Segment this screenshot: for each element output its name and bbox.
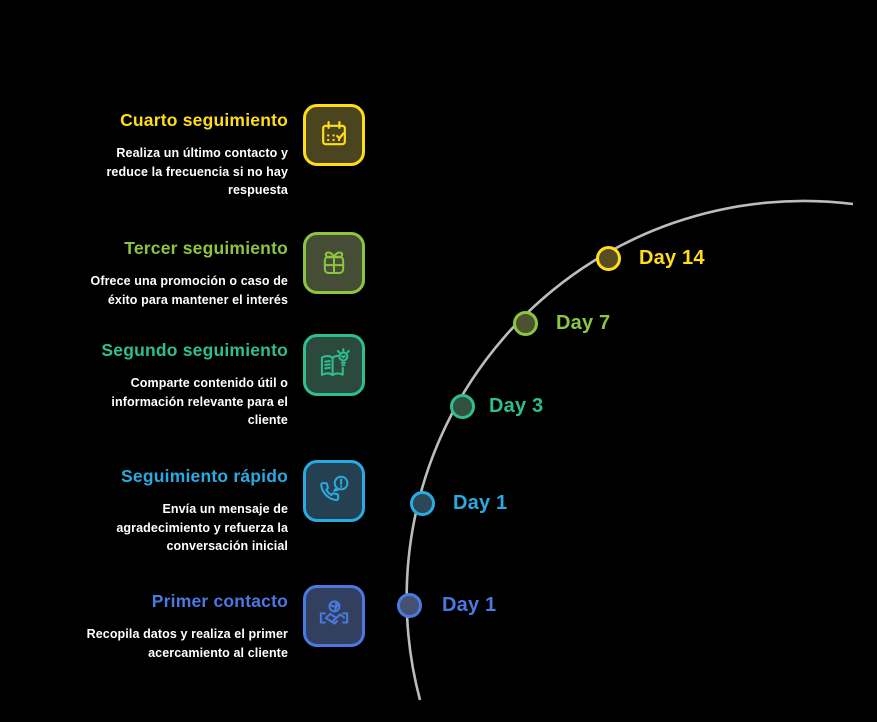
timeline-dot-day1-first	[396, 592, 422, 618]
section-text: Seguimiento rápido Envía un mensaje de a…	[28, 460, 288, 556]
timeline-label-day14: Day 14	[639, 247, 705, 269]
section-tercer-seguimiento: Tercer seguimiento Ofrece una promoción …	[28, 232, 365, 309]
handshake-icon	[303, 585, 365, 647]
section-text: Tercer seguimiento Ofrece una promoción …	[28, 232, 288, 309]
section-seguimiento-rapido: Seguimiento rápido Envía un mensaje de a…	[28, 460, 365, 556]
section-title: Seguimiento rápido	[121, 466, 288, 486]
section-description: Recopila datos y realiza el primer acerc…	[86, 627, 288, 660]
timeline-label-day7: Day 7	[556, 312, 611, 334]
timeline-arc-path	[405, 199, 854, 701]
section-title: Cuarto seguimiento	[120, 110, 288, 130]
section-description: Ofrece una promoción o caso de éxito par…	[90, 274, 288, 307]
section-title: Tercer seguimiento	[124, 238, 288, 258]
timeline-label-day3: Day 3	[489, 395, 544, 417]
book-idea-icon	[303, 334, 365, 396]
timeline-dot-day3	[449, 393, 475, 419]
section-description: Comparte contenido útil o información re…	[111, 376, 288, 427]
timeline-label-day1-first: Day 1	[442, 594, 497, 616]
section-title: Primer contacto	[151, 591, 288, 611]
gift-icon	[303, 232, 365, 294]
section-text: Cuarto seguimiento Realiza un último con…	[28, 104, 288, 200]
timeline-label-day1-followup: Day 1	[453, 492, 508, 514]
section-description: Envía un mensaje de agradecimiento y ref…	[116, 502, 288, 553]
phone-alert-icon	[303, 460, 365, 522]
section-text: Primer contacto Recopila datos y realiza…	[28, 585, 288, 662]
section-cuarto-seguimiento: Cuarto seguimiento Realiza un último con…	[28, 104, 365, 200]
section-description: Realiza un último contacto y reduce la f…	[106, 146, 288, 197]
timeline-dot-day7	[512, 310, 538, 336]
timeline-dot-day1-followup	[409, 490, 435, 516]
section-segundo-seguimiento: Segundo seguimiento Comparte contenido ú…	[28, 334, 365, 430]
section-title: Segundo seguimiento	[101, 340, 288, 360]
section-text: Segundo seguimiento Comparte contenido ú…	[28, 334, 288, 430]
section-primer-contacto: Primer contacto Recopila datos y realiza…	[28, 585, 365, 662]
calendar-check-icon	[303, 104, 365, 166]
timeline-dot-day14	[595, 245, 621, 271]
